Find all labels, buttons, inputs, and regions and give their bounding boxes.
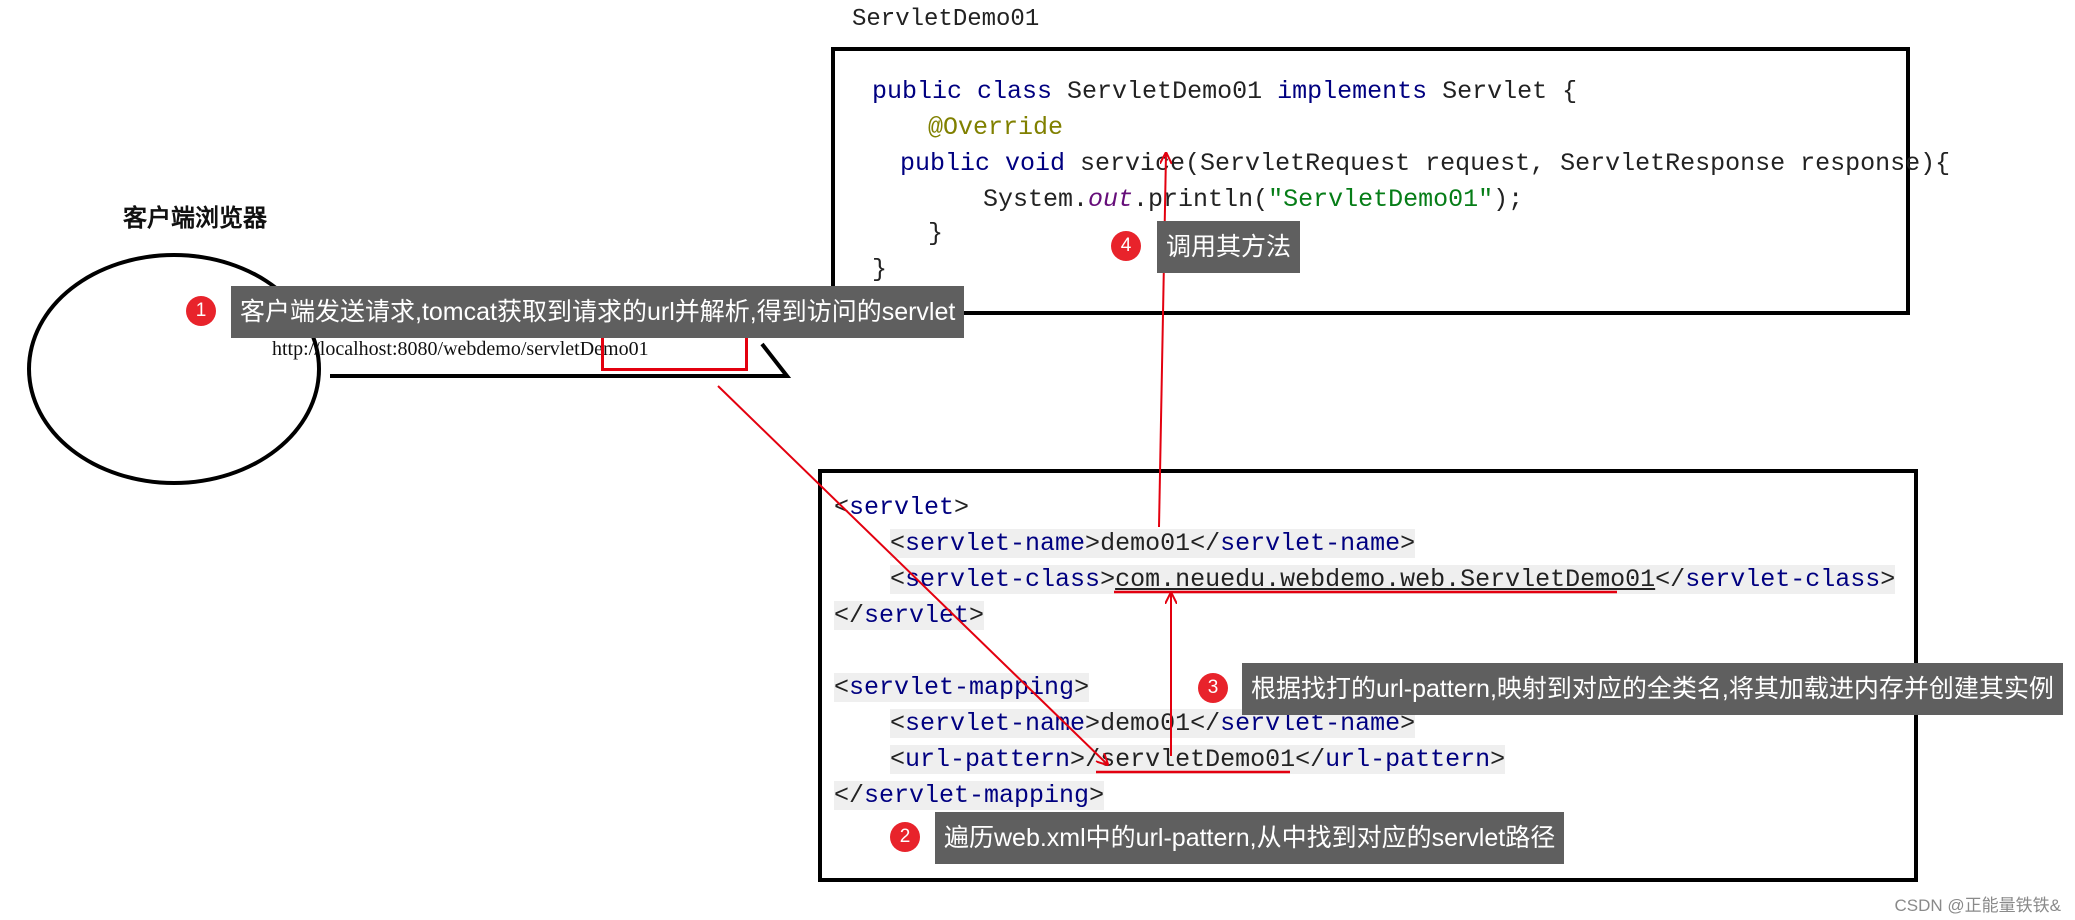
step-2-badge: 2: [890, 822, 920, 852]
step-4-callout: 调用其方法: [1157, 221, 1301, 273]
url-prefix: http://localhost:8080/webdemo/: [272, 338, 527, 360]
browser-pointer-line: [330, 342, 792, 378]
code-line-class: public class ServletDemo01 implements Se…: [872, 77, 1578, 106]
xml-mapping-open: <servlet-mapping>: [834, 673, 1090, 702]
code-line-brace-outer: }: [872, 255, 888, 284]
xml-servlet-close: </servlet>: [834, 601, 985, 630]
arrow-url-to-pattern: [717, 385, 1107, 764]
code-line-brace-inner: }: [928, 219, 944, 248]
browser-label: 客户端浏览器: [123, 205, 267, 232]
step-1-badge: 1: [186, 296, 216, 326]
xml-servlet-open: <servlet>: [834, 493, 970, 522]
step-1-callout: 客户端发送请求,tomcat获取到请求的url并解析,得到访问的servlet: [231, 286, 965, 338]
code-line-method: public void service(ServletRequest reque…: [900, 149, 1951, 178]
servlet-class-title: ServletDemo01: [852, 6, 1040, 33]
request-url: http://localhost:8080/webdemo/servletDem…: [272, 338, 649, 361]
step-3-callout: 根据找打的url-pattern,映射到对应的全类名,将其加载进内存并创建其实例: [1242, 663, 2063, 715]
xml-mapping-close: </servlet-mapping>: [834, 781, 1105, 810]
xml-servlet-class: <servlet-class>com.neuedu.webdemo.web.Se…: [890, 565, 1896, 594]
step-4-badge: 4: [1111, 231, 1141, 261]
code-line-annotation: @Override: [928, 113, 1064, 142]
code-line-println: System.out.println("ServletDemo01");: [983, 185, 1524, 214]
step-2-callout: 遍历web.xml中的url-pattern,从中找到对应的servlet路径: [935, 812, 1565, 864]
browser-ellipse: [27, 253, 321, 485]
url-resource: servletDemo01: [526, 338, 649, 360]
step-3-badge: 3: [1198, 673, 1228, 703]
xml-url-pattern: <url-pattern>/servletDemo01</url-pattern…: [890, 745, 1506, 774]
xml-servlet-name: <servlet-name>demo01</servlet-name>: [890, 529, 1416, 558]
credit-watermark: CSDN @正能量铁铁&: [1894, 896, 2062, 915]
arrow-class-to-service: [1158, 154, 1166, 528]
java-code-box: [831, 47, 1910, 315]
